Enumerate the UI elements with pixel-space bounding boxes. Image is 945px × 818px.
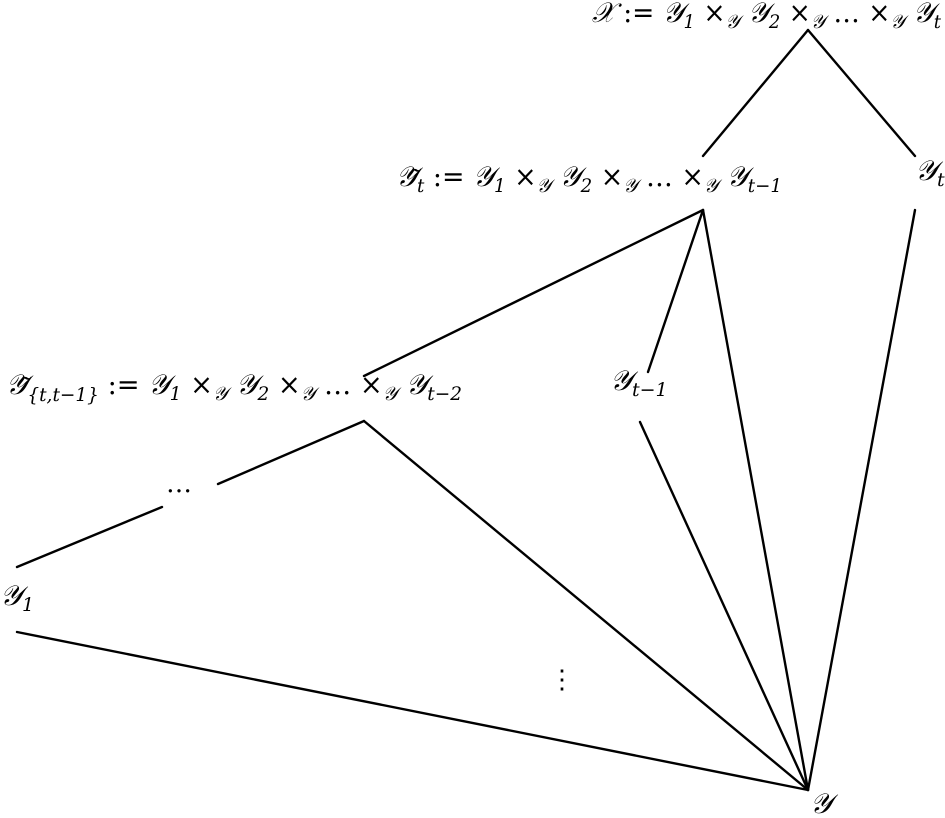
edge-y-t1-y-base	[638, 420, 810, 792]
edge-y-t-y-base	[806, 208, 917, 792]
node-tilde-t-label: 𝒴̃t := 𝒴1 ×𝒴 𝒴2 ×𝒴 … ×𝒴 𝒴t−1	[396, 160, 782, 197]
y-t1-subscript: t−1	[632, 379, 668, 401]
tilde-t-t1-times-3: ×	[360, 368, 383, 401]
tilde-t-lhs-subscript: t	[417, 175, 425, 197]
node-y-t1-label: 𝒴t−1	[610, 364, 668, 401]
root-assign: :=	[615, 0, 663, 29]
tilde-t-t1-factor-1-subscript: 1	[170, 383, 182, 405]
tilde-t-assign: :=	[424, 160, 473, 193]
tilde-t-factor-1-subscript: 1	[494, 175, 506, 197]
tilde-t-t1-assign: :=	[99, 368, 148, 401]
tilde-t-t1-times-2: ×	[278, 368, 301, 401]
node-y-1-label: 𝒴1	[0, 579, 34, 616]
y-1-subscript: 1	[22, 594, 34, 616]
vertical-ellipsis: ⋮	[549, 665, 575, 695]
root-factor-1-subscript: 1	[683, 11, 694, 33]
root-times-1: ×	[703, 0, 725, 29]
horizontal-ellipsis: …	[166, 469, 192, 499]
tilde-t-ellipsis: …	[646, 160, 673, 193]
y-t-subscript: t	[937, 169, 945, 191]
node-root-label: 𝒳 := 𝒴1 ×𝒴 𝒴2 ×𝒴 … ×𝒴 𝒴t	[592, 0, 941, 33]
tilde-t-t1-lhs-subscript: {t,t−1}	[27, 384, 99, 406]
tilde-t-t1-factor-t2-subscript: t−2	[427, 383, 462, 405]
node-tilde-t-t1-label: 𝒴̃{t,t−1} := 𝒴1 ×𝒴 𝒴2 ×𝒴 … ×𝒴 𝒴t−2	[6, 368, 462, 406]
root-factor-t-subscript: t	[934, 11, 942, 33]
edge-tilde-t-t1-ellipsis	[216, 419, 366, 486]
node-y-base-label: 𝒴	[810, 787, 839, 818]
tilde-t-factor-2-subscript: 2	[580, 175, 593, 197]
tilde-t-times-1: ×	[514, 160, 537, 193]
tilde-t-t1-ellipsis: …	[324, 368, 351, 401]
tilde-t-factor-t1-subscript: t−1	[748, 175, 782, 197]
edges	[15, 28, 917, 792]
tilde-t-t1-times-1: ×	[190, 368, 213, 401]
root-times-2: ×	[789, 0, 811, 29]
edge-tilde-t-y-base	[701, 208, 810, 792]
edge-root-tilde-t	[701, 28, 810, 158]
edge-root-y-t	[806, 28, 917, 158]
root-times-3: ×	[868, 0, 890, 29]
node-y-t-label: 𝒴t	[915, 154, 945, 191]
tilde-t-times-2: ×	[601, 160, 624, 193]
edge-ellipsis-y-1	[15, 505, 164, 569]
edge-y-1-y-base	[15, 630, 810, 792]
root-ellipsis: …	[833, 0, 859, 29]
edge-tilde-t-tilde-t-t1	[362, 208, 705, 378]
tilde-t-times-3: ×	[681, 160, 704, 193]
tilde-t-t1-factor-2-subscript: 2	[257, 383, 270, 405]
edge-tilde-t-t1-y-base	[362, 419, 810, 792]
edge-tilde-t-y-t1	[646, 208, 705, 374]
root-factor-2-subscript: 2	[768, 11, 780, 33]
